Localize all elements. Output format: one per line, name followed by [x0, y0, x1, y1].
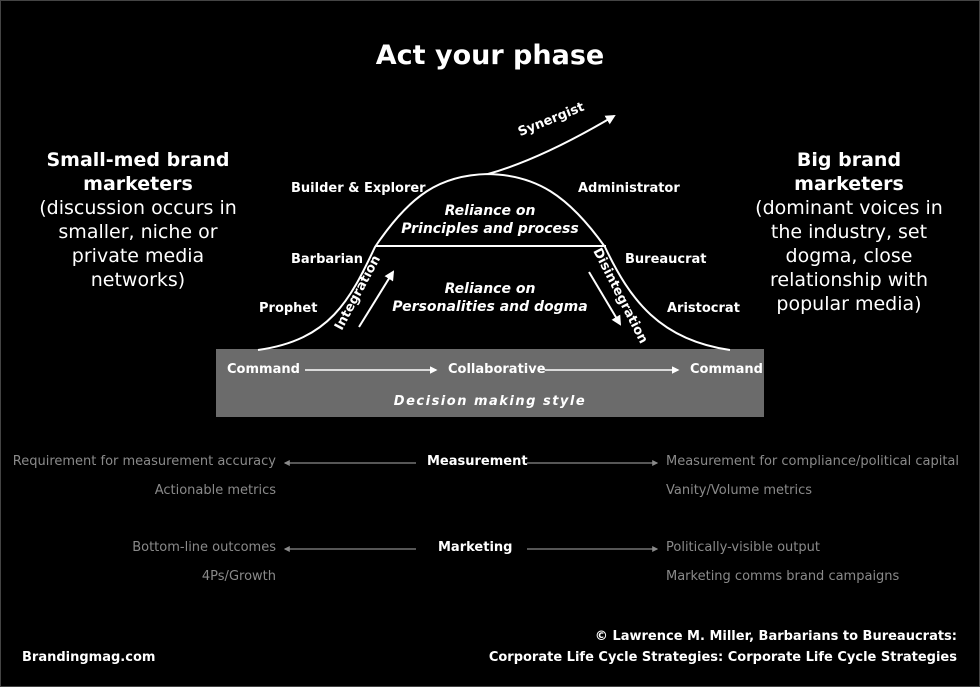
marketing-right-line2: Marketing comms brand campaigns: [666, 569, 900, 584]
right-panel: Big brand marketers (dominant voices in …: [739, 148, 959, 316]
footer-credit-line1: © Lawrence M. Miller, Barbarians to Bure…: [594, 629, 957, 644]
synergist-arrow: [487, 114, 616, 175]
measurement-label: Measurement: [427, 454, 528, 469]
label-builder-explorer: Builder & Explorer: [291, 181, 426, 196]
measurement-right-line1: Measurement for compliance/political cap…: [666, 454, 960, 469]
left-panel: Small-med brand marketers (discussion oc…: [28, 148, 248, 292]
measurement-left-line2: Actionable metrics: [154, 483, 276, 498]
right-note-line: dogma, close: [785, 245, 913, 267]
lower-zone-line1: Reliance on: [444, 281, 536, 297]
upper-zone-line2: Principles and process: [401, 221, 579, 237]
bar-label-middle: Collaborative: [448, 362, 546, 377]
right-heading-line2: marketers: [794, 173, 904, 195]
bar-caption: Decision making style: [393, 394, 587, 409]
lower-zone-line2: Personalities and dogma: [392, 299, 588, 315]
measurement-left-line1: Requirement for measurement accuracy: [12, 454, 276, 469]
right-note-line: popular media): [776, 293, 922, 315]
left-note-line: (discussion occurs in: [39, 197, 237, 219]
right-heading-line1: Big brand: [796, 149, 902, 171]
left-note-line: smaller, niche or: [58, 221, 218, 243]
left-note-line: networks): [90, 269, 186, 291]
left-note-line: private media: [71, 245, 205, 267]
label-barbarian: Barbarian: [291, 252, 364, 267]
left-heading-line2: marketers: [83, 173, 193, 195]
marketing-left-line2: 4Ps/Growth: [201, 569, 276, 584]
label-bureaucrat: Bureaucrat: [625, 252, 707, 267]
measurement-right-line2: Vanity/Volume metrics: [666, 483, 812, 498]
right-note-line: the industry, set: [770, 221, 928, 243]
integration-arrow: [358, 270, 395, 328]
slide-title: Act your phase: [375, 40, 605, 71]
label-aristocrat: Aristocrat: [667, 301, 740, 316]
right-note-line: (dominant voices in: [755, 197, 943, 219]
decision-bar: [216, 349, 764, 417]
bar-label-right: Command: [690, 362, 763, 377]
label-administrator: Administrator: [578, 181, 680, 196]
disintegration-arrow: [588, 271, 622, 326]
upper-zone-line1: Reliance on: [444, 203, 536, 219]
marketing-right-line1: Politically-visible output: [666, 540, 820, 555]
left-heading-line1: Small-med brand: [46, 149, 230, 171]
footer-credit-line2: Corporate Life Cycle Strategies: Corpora…: [488, 650, 957, 665]
footer-site: Brandingmag.com: [22, 650, 156, 665]
right-note-line: relationship with: [769, 269, 929, 291]
marketing-left-line1: Bottom-line outcomes: [132, 540, 276, 555]
label-prophet: Prophet: [259, 301, 318, 316]
upper-zone-label: Reliance on Principles and process: [370, 202, 610, 238]
marketing-label: Marketing: [438, 540, 513, 555]
bar-label-left: Command: [227, 362, 300, 377]
lower-zone-label: Reliance on Personalities and dogma: [370, 280, 610, 316]
